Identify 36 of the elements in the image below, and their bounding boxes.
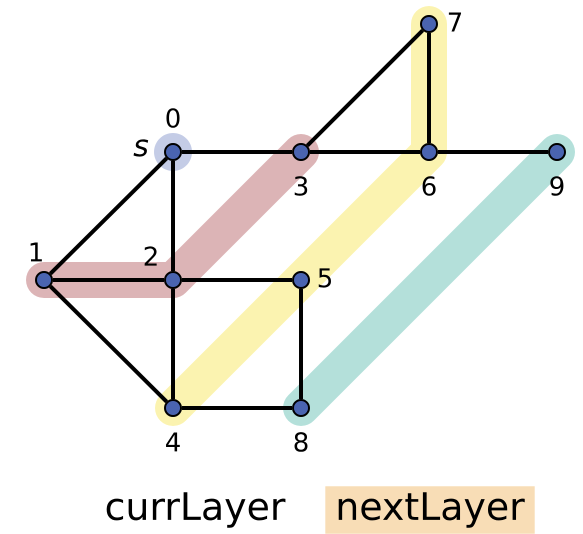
- edge: [182, 406, 292, 410]
- edge: [171, 161, 175, 271]
- edge: [306, 28, 424, 148]
- vertex-label: 4: [166, 432, 180, 452]
- vertex: [420, 143, 438, 161]
- vertex: [420, 15, 438, 33]
- vertex-label: 3: [294, 176, 308, 196]
- vertex-label: 7: [448, 12, 462, 32]
- edge: [438, 150, 548, 154]
- edge: [171, 289, 175, 399]
- vertex-label: 5: [318, 268, 331, 288]
- vertex: [35, 271, 53, 289]
- vertex: [164, 399, 182, 417]
- vertex: [292, 399, 310, 417]
- edge: [310, 150, 420, 154]
- vertex-label: 9: [550, 176, 564, 196]
- vertex: [164, 271, 182, 289]
- edge: [48, 284, 168, 404]
- vertex: [164, 143, 182, 161]
- edge: [182, 150, 292, 154]
- highlighted-legend-text: nextLayer: [325, 486, 535, 534]
- vertex-label: 0: [166, 108, 180, 128]
- source-label: s: [134, 139, 148, 157]
- vertex: [548, 143, 566, 161]
- vertex-label: 1: [30, 242, 42, 262]
- vertex: [292, 271, 310, 289]
- edge: [48, 156, 168, 276]
- vertex: [292, 143, 310, 161]
- edge: [427, 33, 431, 143]
- edge: [182, 278, 292, 282]
- vertex-label: 8: [294, 432, 308, 452]
- edge: [299, 289, 303, 399]
- vertex-label: 2: [144, 246, 157, 266]
- vertex-label: 6: [422, 176, 436, 196]
- edge: [53, 278, 164, 282]
- legend-text: currLayer: [106, 492, 286, 528]
